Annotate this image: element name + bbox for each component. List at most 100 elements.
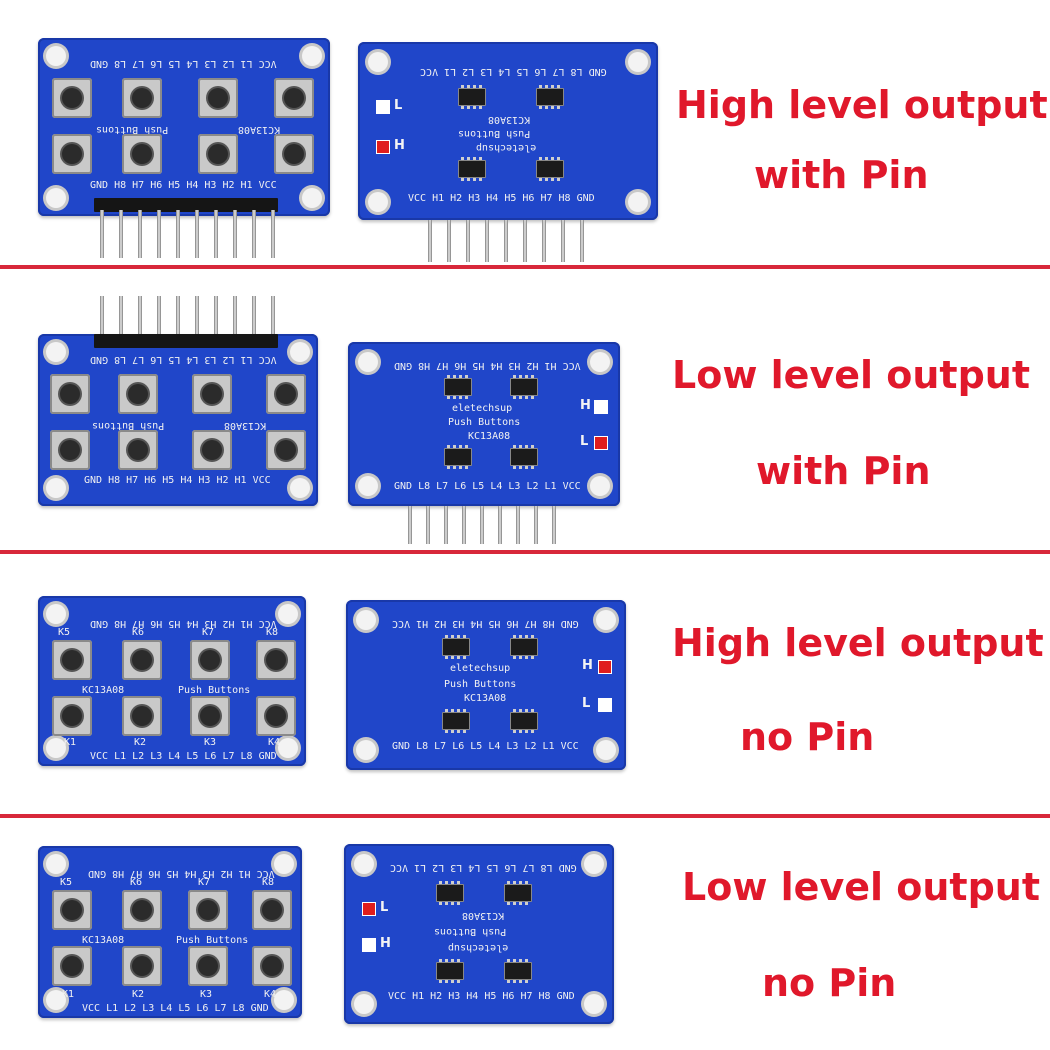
resistor-array [510, 709, 538, 733]
push-button[interactable] [122, 640, 162, 680]
pin-header [94, 198, 278, 212]
mount-hole [302, 46, 322, 66]
push-button[interactable] [52, 946, 92, 986]
model-label: KC13A08 [462, 910, 505, 921]
pin-label-bottom: GND H8 H7 H6 H5 H4 H3 H2 H1 VCC [84, 475, 271, 486]
model-label: KC13A08 [82, 935, 125, 946]
push-button[interactable] [52, 640, 92, 680]
mount-hole [596, 610, 616, 630]
key-label-k2: K2 [134, 737, 147, 748]
push-button[interactable] [266, 374, 306, 414]
push-button[interactable] [118, 430, 158, 470]
pin-header [94, 334, 278, 348]
caption-line1: Low level output [672, 353, 1030, 397]
push-button[interactable] [274, 78, 314, 118]
push-button[interactable] [52, 78, 92, 118]
push-button[interactable] [122, 134, 162, 174]
brand-label: eletechsup [476, 142, 537, 153]
mount-hole [274, 990, 294, 1010]
model-label: KC13A08 [224, 420, 267, 431]
led-h-label: H [580, 398, 591, 413]
pin-label-top: VCC L1 L2 L3 L4 L5 L6 L7 L8 GND [90, 58, 277, 69]
subtitle-label: Push Buttons [458, 128, 531, 139]
caption-line2: with Pin [754, 153, 929, 197]
mount-hole [354, 994, 374, 1014]
push-button[interactable] [52, 890, 92, 930]
mount-hole [46, 46, 66, 66]
pin-label-bottom: VCC H1 H2 H3 H4 H5 H6 H7 H8 GND [408, 193, 595, 204]
front-board: VCC L1 L2 L3 L4 L5 L6 L7 L8 GND KC13A08 … [38, 38, 330, 216]
caption-line2: no Pin [762, 961, 897, 1005]
back-board: GND H8 H7 H6 H5 H4 H3 H2 H1 VCC eletechs… [346, 600, 626, 770]
push-button[interactable] [188, 946, 228, 986]
resistor-array [436, 881, 464, 905]
push-button[interactable] [198, 78, 238, 118]
push-button[interactable] [192, 374, 232, 414]
push-button[interactable] [118, 374, 158, 414]
push-button[interactable] [122, 946, 162, 986]
separator [0, 550, 1050, 554]
pin-label-top: VCC H1 H2 H3 H4 H5 H6 H7 H8 GND [90, 618, 277, 629]
subtitle-label: Push Buttons [434, 926, 507, 937]
mount-hole [46, 854, 66, 874]
mount-hole [590, 476, 610, 496]
push-button[interactable] [190, 696, 230, 736]
push-button[interactable] [50, 374, 90, 414]
subtitle-label: Push Buttons [92, 420, 165, 431]
resistor-array [444, 445, 472, 469]
pin-label-bottom: GND L8 L7 L6 L5 L4 L3 L2 L1 VCC [394, 481, 581, 492]
push-button[interactable] [122, 890, 162, 930]
subtitle-label: Push Buttons [176, 935, 249, 946]
key-label-k8: K8 [262, 877, 275, 888]
resistor-array [510, 445, 538, 469]
push-button[interactable] [52, 134, 92, 174]
brand-label: eletechsup [452, 403, 513, 414]
model-label: KC13A08 [468, 431, 511, 442]
mount-hole [46, 990, 66, 1010]
push-button[interactable] [198, 134, 238, 174]
push-button[interactable] [256, 696, 296, 736]
subtitle-label: Push Buttons [96, 124, 169, 135]
push-button[interactable] [122, 696, 162, 736]
key-label-k7: K7 [202, 627, 215, 638]
mount-hole [46, 738, 66, 758]
brand-label: eletechsup [448, 942, 509, 953]
pin-label-bottom: VCC L1 L2 L3 L4 L5 L6 L7 L8 GND [90, 751, 277, 762]
push-button[interactable] [266, 430, 306, 470]
push-button[interactable] [252, 946, 292, 986]
push-button[interactable] [274, 134, 314, 174]
resistor-array [510, 635, 538, 659]
mount-hole [590, 352, 610, 372]
mount-hole [46, 188, 66, 208]
resistor-array [444, 375, 472, 399]
resistor-array [442, 635, 470, 659]
pin-label-bottom: VCC H1 H2 H3 H4 H5 H6 H7 H8 GND [388, 991, 575, 1002]
push-button[interactable] [256, 640, 296, 680]
push-button[interactable] [122, 78, 162, 118]
resistor-array [458, 157, 486, 181]
front-board: VCC H1 H2 H3 H4 H5 H6 H7 H8 GND K5 K6 K7… [38, 846, 302, 1018]
push-button[interactable] [252, 890, 292, 930]
led-l-label: L [582, 696, 591, 711]
key-label-k7: K7 [198, 877, 211, 888]
led-h [362, 938, 376, 952]
row-2: VCC L1 L2 L3 L4 L5 L6 L7 L8 GND KC13A08 … [0, 270, 1050, 550]
pin-label-top: VCC L1 L2 L3 L4 L5 L6 L7 L8 GND [90, 354, 277, 365]
mount-hole [46, 604, 66, 624]
push-button[interactable] [188, 890, 228, 930]
push-button[interactable] [50, 430, 90, 470]
mount-hole [46, 478, 66, 498]
mount-hole [354, 854, 374, 874]
subtitle-label: Push Buttons [444, 679, 517, 690]
mount-hole [358, 352, 378, 372]
back-board: VCC H1 H2 H3 H4 H5 H6 H7 H8 GND eletechs… [348, 342, 620, 506]
model-label: KC13A08 [82, 685, 125, 696]
key-label-k6: K6 [132, 627, 145, 638]
subtitle-label: Push Buttons [448, 417, 521, 428]
push-button[interactable] [52, 696, 92, 736]
led-h-label: H [380, 936, 391, 951]
pin-label-top: GND L8 L7 L6 L5 L4 L3 L2 L1 VCC [390, 862, 577, 873]
push-button[interactable] [192, 430, 232, 470]
push-button[interactable] [190, 640, 230, 680]
mount-hole [368, 52, 388, 72]
